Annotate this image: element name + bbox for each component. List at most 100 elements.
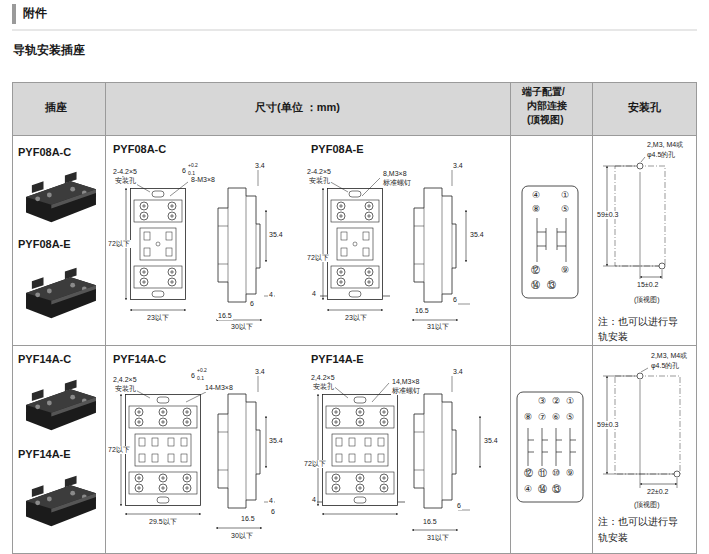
- model-name: PYF08A-E: [310, 143, 365, 155]
- dimension-label: 23以下: [344, 314, 368, 322]
- dimension-label: 4: [311, 290, 317, 298]
- header-cell: 插座: [44, 101, 68, 113]
- dimension-label: 标准螺钉: [382, 179, 412, 187]
- dimension-label: 3.4: [452, 368, 464, 376]
- dimension-label: 72以下: [107, 446, 131, 454]
- dimension-label: 59±0.3: [596, 421, 619, 429]
- header-cell: (顶视图): [526, 114, 565, 125]
- pin-number: ①: [565, 397, 575, 407]
- pin-number: ⑦: [537, 413, 547, 423]
- dimension-label: 16.5: [240, 515, 256, 523]
- dimension-label: 安装孔: [114, 177, 137, 185]
- pin-number: ②: [551, 397, 561, 407]
- dimension-label: 59±0.3: [596, 211, 619, 219]
- dimension-label: 4: [268, 497, 274, 505]
- dimension-label: (顶视图): [633, 296, 661, 304]
- dimension-label: 8-M3×8: [190, 176, 216, 184]
- dimension-label: 2,M3, M4或: [646, 141, 684, 149]
- pin-number: ⑬: [551, 485, 562, 495]
- dimension-label: 6: [249, 300, 255, 308]
- model-name: PYF14A-E: [310, 353, 365, 365]
- pin-number: ⑫: [523, 469, 534, 479]
- pin-number: ⑩: [551, 469, 561, 479]
- pin-number: ①: [560, 191, 570, 201]
- model-name: PYF14A-E: [17, 448, 72, 460]
- pin-number: ④: [523, 485, 533, 495]
- dimension-label: 安装孔: [308, 177, 331, 185]
- dimension-label: 72以下: [303, 460, 327, 468]
- header-cell: 尺寸(单位 ：mm): [254, 101, 341, 113]
- dimension-label: 14-M3×8: [204, 384, 234, 392]
- dimension-label: 6: [452, 296, 458, 304]
- header-cell: 安装孔: [627, 101, 662, 113]
- dimension-label: 2,4.2×5: [112, 376, 138, 384]
- pin-number: ⑪: [537, 469, 548, 479]
- dimension-label: 35.4: [469, 231, 485, 239]
- dimension-label: 2-4.2×5: [306, 168, 332, 176]
- dimension-label: 3.4: [452, 162, 464, 170]
- pin-number: ⑤: [560, 205, 570, 215]
- pin-number: ⑧: [523, 413, 533, 423]
- dimension-label: φ4.5的孔: [646, 151, 676, 159]
- dimension-label: 23以下: [146, 314, 170, 322]
- dimension-label: 15±0.2: [636, 281, 659, 289]
- dimension-label: φ4.5的孔: [650, 362, 680, 370]
- dimension-label: 31以下: [426, 534, 450, 542]
- dimension-label: 安装孔: [312, 383, 335, 391]
- dimension-label: 30以下: [230, 532, 254, 540]
- pin-number: ⑨: [560, 266, 570, 276]
- pin-number: ⑤: [565, 413, 575, 423]
- dimension-label: 3.4: [254, 368, 266, 376]
- dimension-label: 35.4: [483, 437, 499, 445]
- dimension-label: 6: [270, 508, 276, 516]
- note-text: 轨安装: [597, 331, 629, 342]
- pin-number: ⑫: [530, 266, 541, 276]
- dimension-label: 16.5: [217, 312, 233, 320]
- dimension-label: 72以下: [107, 240, 131, 248]
- dimension-label: 0.1: [196, 376, 205, 382]
- pin-number: ⑨: [565, 469, 575, 479]
- dimension-label: +0.2: [187, 163, 199, 169]
- header-cell: 内部连接: [526, 100, 568, 111]
- dimension-label: 29.5以下: [148, 518, 178, 526]
- dimension-label: 2,M3, M4或: [650, 352, 688, 360]
- dimension-label: 72以下: [306, 254, 330, 262]
- pin-number: ④: [531, 191, 541, 201]
- model-name: PYF08A-C: [112, 143, 167, 155]
- dimension-label: 35.4: [268, 437, 284, 445]
- dimension-label: 6: [456, 502, 462, 510]
- dimension-label: 4: [268, 291, 274, 299]
- dimension-label: 16.5: [422, 518, 438, 526]
- note-text: 轨安装: [597, 532, 629, 543]
- dimension-label: 2-4.2×5: [112, 168, 138, 176]
- dimension-label: 16.5: [414, 307, 430, 315]
- model-name: PYF14A-C: [17, 353, 72, 365]
- dimension-label: 3.4: [254, 162, 266, 170]
- dimension-label: 35.4: [268, 231, 284, 239]
- dimension-label: 标准螺钉: [391, 387, 421, 395]
- dimension-label: 22±0.2: [646, 488, 669, 496]
- dimension-label: 14,M3×8: [391, 378, 420, 386]
- dimension-label: 安装孔: [114, 385, 137, 393]
- model-name: PYF14A-C: [112, 353, 167, 365]
- header-cell: 端子配置/: [521, 86, 566, 97]
- note-text: 注：也可以进行导: [597, 316, 679, 327]
- pin-number: ⑭: [537, 485, 548, 495]
- pin-number: ③: [537, 397, 547, 407]
- page-title: 附件: [22, 7, 48, 20]
- model-name: PYF08A-E: [17, 238, 72, 250]
- pin-number: ⑭: [530, 281, 541, 291]
- note-text: 注：也可以进行导: [597, 516, 679, 527]
- pin-number: ⑬: [546, 281, 557, 291]
- pin-number: ⑧: [531, 205, 541, 215]
- dimension-label: (顶视图): [633, 501, 661, 509]
- dimension-label: 2,4.2×5: [310, 374, 336, 382]
- pin-number: ⑥: [551, 413, 561, 423]
- dimension-label: 8,M3×8: [382, 170, 408, 178]
- section-heading: 导轨安装插座: [12, 44, 86, 57]
- dimension-label: 4: [311, 496, 317, 504]
- dimension-label: 30以下: [230, 323, 254, 331]
- dimension-label: 31以下: [426, 323, 450, 331]
